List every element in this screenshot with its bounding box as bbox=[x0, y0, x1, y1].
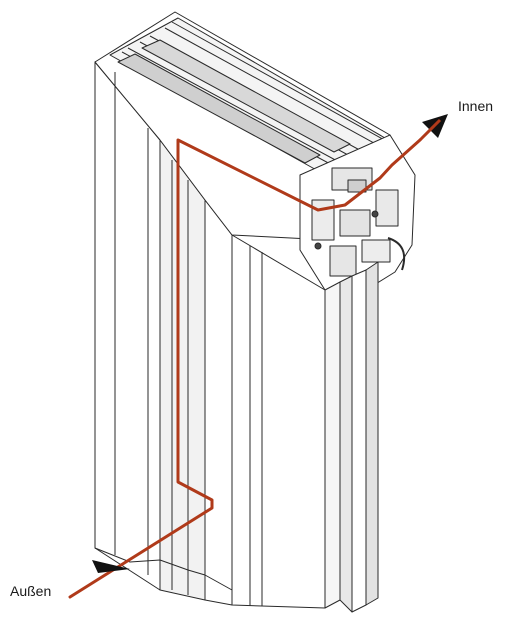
bottom-step-line bbox=[94, 547, 233, 591]
outside-arrow-head bbox=[92, 560, 130, 573]
outer-frame-front-face bbox=[94, 61, 161, 591]
gasket-3 bbox=[371, 210, 379, 218]
sash-profile-1 bbox=[324, 281, 341, 609]
inside-arrow-shaft bbox=[418, 118, 442, 142]
sash-profile-3 bbox=[351, 269, 367, 613]
sash-profile-2 bbox=[339, 275, 353, 613]
air-path-line bbox=[68, 138, 422, 599]
chamber-3 bbox=[339, 209, 371, 237]
sash-curve bbox=[387, 237, 406, 271]
top-slot-2 bbox=[141, 39, 351, 153]
gasket-1 bbox=[314, 242, 322, 250]
top-groove-6 bbox=[171, 21, 389, 143]
chamber-2 bbox=[311, 199, 335, 241]
glazing-bead bbox=[231, 234, 326, 609]
top-groove-2 bbox=[127, 47, 366, 177]
air-path bbox=[68, 138, 422, 599]
chamber-7 bbox=[347, 179, 367, 193]
sash-profile-4 bbox=[365, 261, 379, 606]
frame-step-1 bbox=[159, 139, 206, 601]
window-frame-corner bbox=[94, 11, 416, 613]
chamber-4 bbox=[375, 189, 399, 227]
inside-label: Innen bbox=[458, 98, 494, 114]
top-groove-5 bbox=[164, 27, 384, 149]
top-slot-1 bbox=[117, 53, 321, 164]
chamber-6 bbox=[361, 239, 391, 263]
frame-step-2 bbox=[204, 199, 233, 606]
outside-label: Außen bbox=[10, 583, 52, 599]
chamber-5 bbox=[329, 245, 357, 277]
